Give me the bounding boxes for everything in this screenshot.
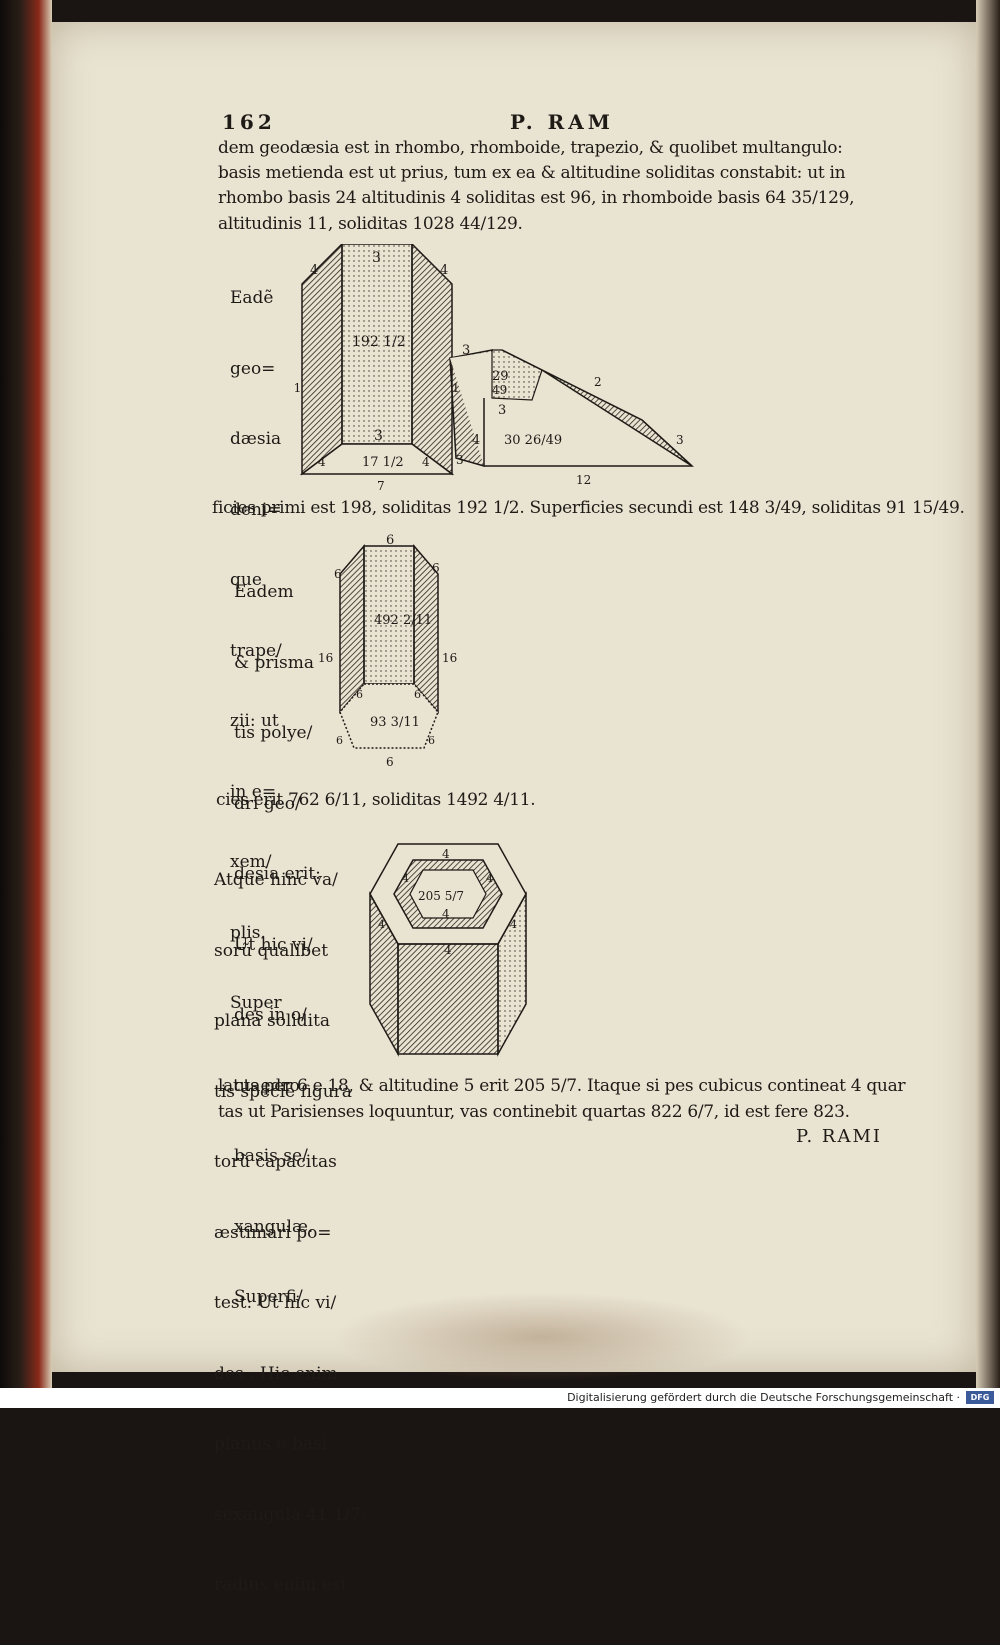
side-line: Ut hic vi/ [234,934,313,955]
fig4-label: 4 [442,907,450,921]
side-line: & prisma [234,652,314,673]
page-number: 162 [222,110,276,134]
side-line: in e= [230,781,277,802]
fig2-label: 29 [492,369,509,384]
fig3-label: 6 [336,734,343,747]
fig3-label: 6 [414,688,421,701]
side-text-block: Eadem & prisma tis polye/ dri geo/ desia… [234,534,321,1357]
fig1-label: 4 [310,263,318,278]
side-line: æstimari po= [214,1222,332,1243]
fig2-label: 3 [462,343,470,358]
book-right-edge [976,0,1000,1388]
side-line: Super [230,993,282,1013]
side-line: des . Hic enim [214,1363,338,1384]
fig4-label: 4 [486,872,493,885]
fig3-label: 6 [386,755,394,769]
fig1-label: 192 1/2 [352,334,406,350]
side-line: test: Ut hic vi/ [214,1293,337,1313]
fig4-label: 4 [510,918,517,931]
side-line: deni= [230,499,282,520]
fig1-label: 4 [440,263,448,278]
text-line: rhombo basis 24 altitudinis 4 soliditas … [218,188,855,208]
footer-bar: Digitalisierung gefördert durch die Deut… [0,1388,1000,1408]
book-page: 162 P. RAM dem geodæsia est in rhombo, r… [52,22,976,1595]
side-line: radius enim est [214,1575,348,1595]
side-line: planus è basi [214,1434,328,1454]
side-line: desia erit: [234,864,321,884]
side-line: ctaedro [234,1075,300,1096]
side-line: des in o/ [234,1005,307,1025]
side-line: Eadem [234,582,294,602]
fig2-label: 2 [594,375,602,389]
fig1-label: 3 [372,250,381,266]
running-title: P. RAM [510,110,614,134]
text-line: basis metienda est ut prius, tum ex ea &… [218,163,846,183]
fig3-label: 6 [432,561,440,575]
side-line: plana solidita [214,1011,331,1031]
fig4-label: 205 5/7 [418,889,464,903]
fig3-label: 6 [428,734,435,747]
side-line: tis specie figura [214,1081,352,1102]
side-line: tis polye/ [234,723,313,743]
fig3-label: 6 [334,567,342,581]
fig4-label: 4 [442,847,450,861]
side-line: xem/ [230,852,272,872]
fig1-label: 11 [292,381,301,395]
side-line: dæsia [230,429,282,449]
side-line: basis se/ [234,1146,308,1166]
fig2-label: 30 26/49 [504,433,562,448]
wedge-figure: 3 29 49 3 4 30 26/49 3 12 3 2 [449,343,694,487]
fig4-label: 4 [444,943,452,957]
hexagonal-vessel-figure: 4 4 4 205 5/7 4 4 4 4 [369,843,527,1057]
fig3-label: 6 [356,688,363,701]
side-line: sexangula 41 1/7: [214,1504,367,1525]
fig3-label: 16 [442,651,457,665]
fig2-label: 4 [472,433,480,448]
fig2-label: 3 [498,403,506,418]
side-line: zii: ut [230,711,279,731]
fig4-label: 4 [378,918,385,931]
side-text-block: Atque hinc va/ sorũ qualibet plana solid… [214,822,366,1645]
fig2-label: 3 [676,433,684,447]
side-line: Eadẽ [230,288,274,308]
footer-credit: Digitalisierung gefördert durch die Deut… [567,1391,960,1404]
hexagonal-prism-figure: 6 6 6 492 2/11 16 16 6 6 93 3/11 6 6 6 [318,534,457,769]
dfg-logo: DFG [966,1391,994,1404]
fig3-label: 93 3/11 [370,715,420,730]
side-text-block: Eadẽ geo= dæsia deni= que trape/ zii: ut… [230,240,282,1063]
side-line: Atque hinc va/ [214,870,338,890]
text-line: latus per 6 e 18, & altitudine 5 erit 20… [218,1076,906,1096]
fig3-label: 16 [318,651,333,665]
trapezoid-prism-figure: 3 4 4 192 1/2 11 11 3 17 1/2 4 4 7 [292,244,462,493]
text-line: tas ut Parisienses loquuntur, vas contin… [218,1102,850,1122]
water-stain [332,1292,752,1382]
caption-line: cies erit 762 6/11, soliditas 1492 4/11. [216,790,536,810]
side-line: geo= [230,358,276,379]
fig3-label: 6 [386,534,394,548]
side-line: trape/ [230,640,282,661]
fig2-label: 3 [456,453,464,467]
fig1-label: 17 1/2 [362,455,404,470]
fig4-label: 4 [402,872,409,885]
side-line: xangulæ. [234,1216,314,1237]
fig1-label: 7 [377,479,385,493]
book-spine-edge [0,0,52,1388]
fig2-label: 12 [576,473,591,487]
fig1-label: 3 [374,428,383,444]
side-line: Superfi/ [234,1287,303,1307]
side-line: dri geo/ [234,793,301,814]
side-line: torũ capacitas [214,1152,337,1172]
side-line: plis. [230,922,266,943]
side-line: que [230,570,262,590]
fig1-label: 4 [318,455,326,469]
fig3-label: 492 2/11 [374,613,432,628]
fig1-label: 4 [422,455,430,469]
catchword: P. RAMI [796,1126,882,1147]
side-line: sorũ qualibet [214,940,329,961]
fig2-label: 49 [492,383,507,397]
text-line: dem geodæsia est in rhombo, rhomboide, t… [218,138,843,158]
text-line: altitudinis 11, soliditas 1028 44/129. [218,214,523,234]
caption-line: ficies primi est 198, soliditas 192 1/2.… [212,498,965,518]
